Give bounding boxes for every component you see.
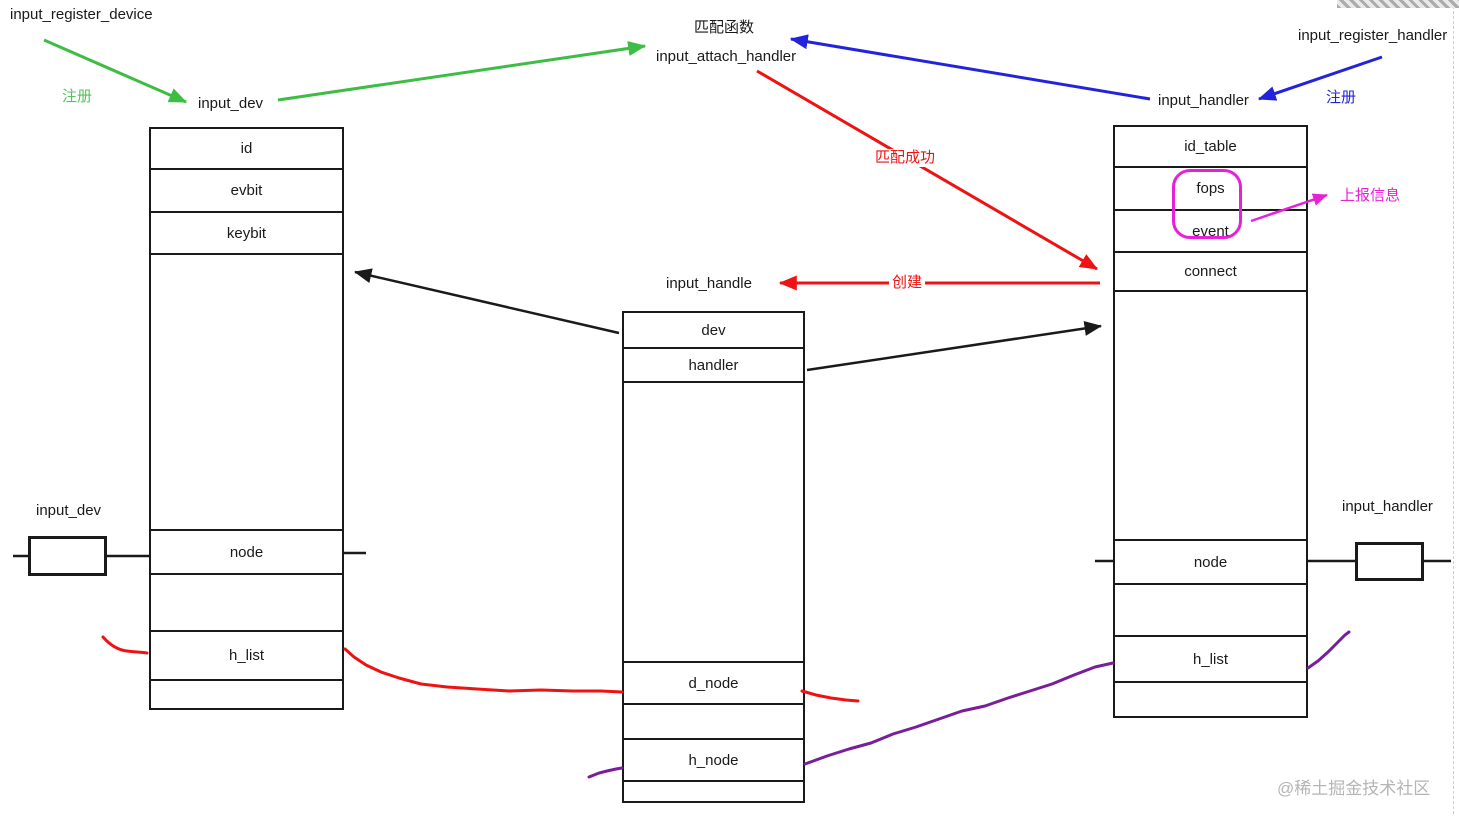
struct-title-input-handler: input_handler <box>1158 92 1249 109</box>
arrow-handler-to-matchfn <box>789 34 1151 101</box>
field-spacer <box>1115 683 1306 716</box>
field-event: event <box>1115 211 1306 253</box>
field-spacer <box>151 681 342 708</box>
squiggle-red-middle <box>343 647 624 694</box>
struct-title-input-handle: input_handle <box>666 275 752 292</box>
field-node: node <box>1115 541 1306 585</box>
arrow-handle-handler-pointer <box>806 321 1102 372</box>
arrow-match-success <box>756 69 1099 271</box>
listnode-box-input-handler <box>1355 542 1424 581</box>
fn-input-register-device: input_register_device <box>10 6 153 23</box>
field-spacer <box>1115 585 1306 637</box>
field-d-node: d_node <box>624 663 803 705</box>
field-connect: connect <box>1115 253 1306 292</box>
top-right-hatch-bar <box>1337 0 1459 8</box>
field-id-table: id_table <box>1115 127 1306 168</box>
arrow-handle-dev-pointer <box>354 268 620 335</box>
fops-event-highlight-ring <box>1172 169 1242 239</box>
watermark: @稀土掘金技术社区 <box>1277 779 1431 798</box>
field-h-node: h_node <box>624 740 803 782</box>
fn-input-attach-handler: input_attach_handler <box>656 48 797 65</box>
struct-title-input-dev: input_dev <box>198 95 264 112</box>
field-spacer <box>151 255 342 531</box>
field-handler: handler <box>624 349 803 383</box>
listnode-label-input-dev: input_dev <box>36 502 102 519</box>
struct-box-input-handler: id_table fops event connect node h_list <box>1113 125 1308 718</box>
fn-input-register-handler: input_register_handler <box>1298 27 1448 44</box>
field-spacer <box>624 782 803 801</box>
annotation-register-right: 注册 <box>1326 89 1357 106</box>
field-keybit: keybit <box>151 213 342 255</box>
squiggle-purple-right <box>1306 630 1351 670</box>
squiggle-red-left <box>101 635 149 655</box>
field-evbit: evbit <box>151 170 342 213</box>
field-spacer <box>624 383 803 663</box>
listnode-box-input-dev <box>28 536 107 576</box>
arrow-register-handler <box>1257 55 1383 101</box>
arrow-dev-to-matchfn <box>277 41 647 102</box>
annotation-match-success: 匹配成功 <box>872 149 939 167</box>
struct-box-input-handle: dev handler d_node h_node <box>622 311 805 803</box>
annotation-create: 创建 <box>889 274 926 292</box>
page-edge-dashed-line <box>1453 6 1454 814</box>
squiggle-red-right <box>800 689 860 703</box>
listnode-label-input-handler: input_handler <box>1342 498 1433 515</box>
field-spacer <box>624 705 803 740</box>
field-node: node <box>151 531 342 575</box>
annotation-register-left: 注册 <box>62 88 93 105</box>
field-h-list: h_list <box>151 632 342 681</box>
annotation-match-fn: 匹配函数 <box>694 19 755 36</box>
squiggle-purple-middle <box>803 661 1115 766</box>
field-spacer <box>1115 292 1306 541</box>
field-h-list: h_list <box>1115 637 1306 683</box>
field-dev: dev <box>624 313 803 349</box>
field-spacer <box>151 575 342 632</box>
field-fops: fops <box>1115 168 1306 211</box>
squiggle-purple-left <box>587 766 624 779</box>
struct-box-input-dev: id evbit keybit node h_list <box>149 127 344 710</box>
annotation-report-info: 上报信息 <box>1340 187 1401 204</box>
field-id: id <box>151 129 342 170</box>
